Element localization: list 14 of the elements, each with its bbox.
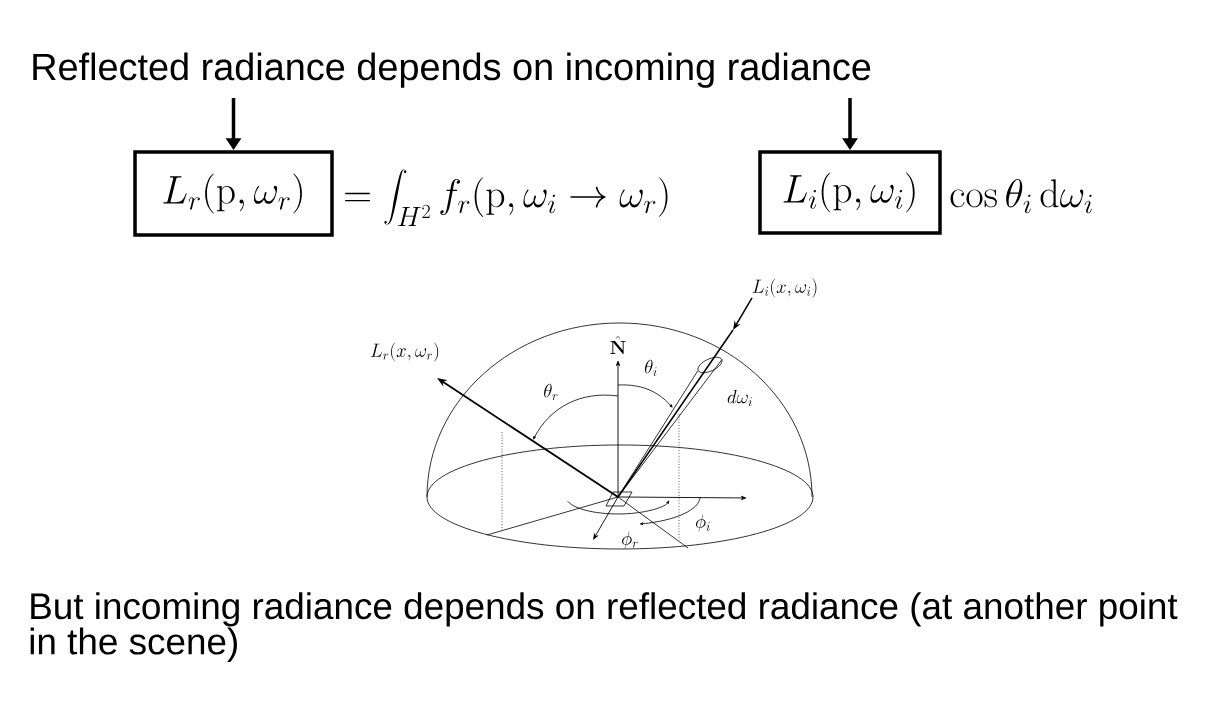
angle-label: $\theta_i$ [644,359,657,377]
angle-label: $\theta_r$ [544,383,558,401]
formula-box: $L_r(\mathrm{p},\omega_r)$ [133,150,334,237]
heading-text: Reflected radiance depends on incoming radiance [33,52,871,88]
normal-label: $\hat{\mathbf{N}}$ [610,336,626,354]
equation-text: $=\int_{H^2} f_r(\mathrm{p},\omega_i\rightarrow\omega_r)$ [345,169,668,226]
angle-label: $\phi_i$ [695,514,710,532]
angle-label: $d\omega_i$ [727,390,752,407]
equation-text: $\cos\theta_i\,\mathrm{d}\omega_i$ [950,178,1092,214]
caption-text: But incoming radiance depends on reflected radiance (at another point in the scene) [30,592,1178,662]
angle-label: $\phi_r$ [622,531,638,549]
ray-label: $L_i(x,\omega_i)$ [752,278,817,298]
formula-box: $L_i(\mathrm{p},\omega_i)$ [758,150,942,235]
ray-label: $L_r(x,\omega_r)$ [371,342,439,362]
